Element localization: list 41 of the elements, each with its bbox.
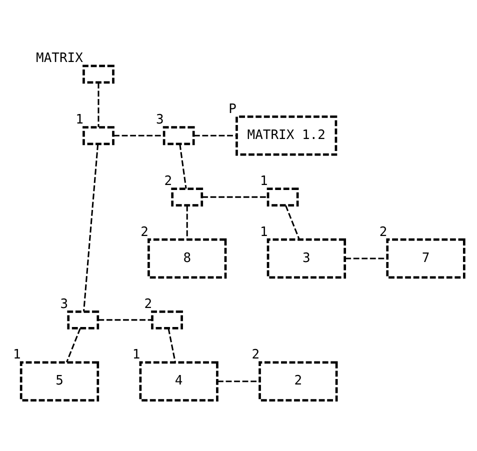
node-box: MATRIX 1.2 — [236, 115, 338, 156]
connector — [98, 82, 100, 127]
node-box — [67, 310, 100, 329]
node-box: 5 — [20, 360, 100, 401]
node-label: MATRIX — [36, 50, 83, 66]
node-box — [171, 187, 204, 206]
connector — [179, 143, 187, 188]
connector — [114, 134, 164, 136]
node-label: 1 — [260, 224, 268, 240]
node-box — [82, 126, 114, 145]
node-label: 2 — [140, 224, 148, 240]
node-box — [162, 126, 195, 145]
node-label: 1 — [76, 112, 84, 128]
node-label: 3 — [156, 112, 164, 128]
node-box — [82, 64, 114, 84]
node-label: 2 — [379, 224, 388, 240]
node-box: 3 — [266, 238, 346, 278]
node-box: 2 — [258, 360, 338, 401]
node-box: 4 — [139, 360, 218, 401]
connector — [82, 144, 99, 312]
node-label: 1 — [13, 347, 21, 362]
node-label: 1 — [260, 174, 268, 188]
connector — [168, 328, 176, 362]
connector — [218, 380, 260, 382]
node-label: 2 — [144, 296, 152, 312]
node-label: 3 — [60, 296, 68, 312]
node-box — [151, 310, 183, 329]
node-label: P — [228, 101, 237, 116]
connector — [98, 318, 152, 320]
node-box — [266, 187, 299, 206]
connector — [202, 196, 268, 198]
connector — [186, 204, 188, 239]
node-label: 2 — [252, 347, 260, 362]
node-label: 1 — [132, 347, 140, 362]
connector — [345, 257, 388, 259]
connector — [194, 134, 237, 136]
node-box: 8 — [148, 238, 227, 278]
connector — [66, 328, 81, 362]
node-box: 7 — [386, 238, 466, 278]
connector — [284, 204, 300, 240]
node-label: 2 — [164, 174, 172, 188]
